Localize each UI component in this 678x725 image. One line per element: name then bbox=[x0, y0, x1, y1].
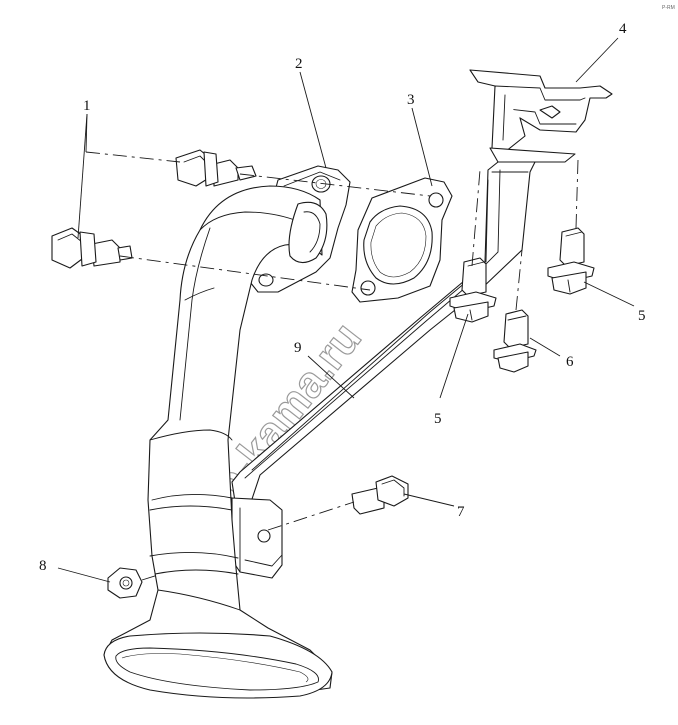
stud-bolt bbox=[493, 309, 537, 373]
flange-bolt-lower bbox=[51, 227, 133, 269]
callout-2: 2 bbox=[295, 56, 303, 72]
callout-8: 8 bbox=[39, 558, 47, 574]
corner-mark: P-RM bbox=[662, 5, 675, 11]
callout-7: 7 bbox=[457, 504, 465, 520]
callout-1: 1 bbox=[83, 98, 91, 114]
bar-bolt bbox=[351, 475, 409, 515]
oil-pickup-pipe bbox=[103, 185, 333, 699]
bracket-bolt-right bbox=[547, 227, 595, 295]
flange-bolt-upper bbox=[175, 149, 257, 187]
assembly-center-lines bbox=[85, 151, 579, 581]
callout-3: 3 bbox=[407, 92, 415, 108]
gasket bbox=[351, 177, 453, 303]
callout-5-right: 5 bbox=[638, 308, 646, 324]
callout-9: 9 bbox=[294, 340, 302, 356]
callout-6: 6 bbox=[566, 354, 574, 370]
callout-5-left: 5 bbox=[434, 411, 442, 427]
callout-4: 4 bbox=[619, 21, 627, 37]
mounting-bracket-upper bbox=[469, 69, 613, 157]
bracket-bolt-left bbox=[449, 257, 497, 323]
callout-leaders bbox=[57, 37, 635, 583]
hex-nut bbox=[107, 567, 143, 599]
callout-labels: 1 2 3 4 5 5 6 7 8 9 bbox=[39, 21, 646, 574]
